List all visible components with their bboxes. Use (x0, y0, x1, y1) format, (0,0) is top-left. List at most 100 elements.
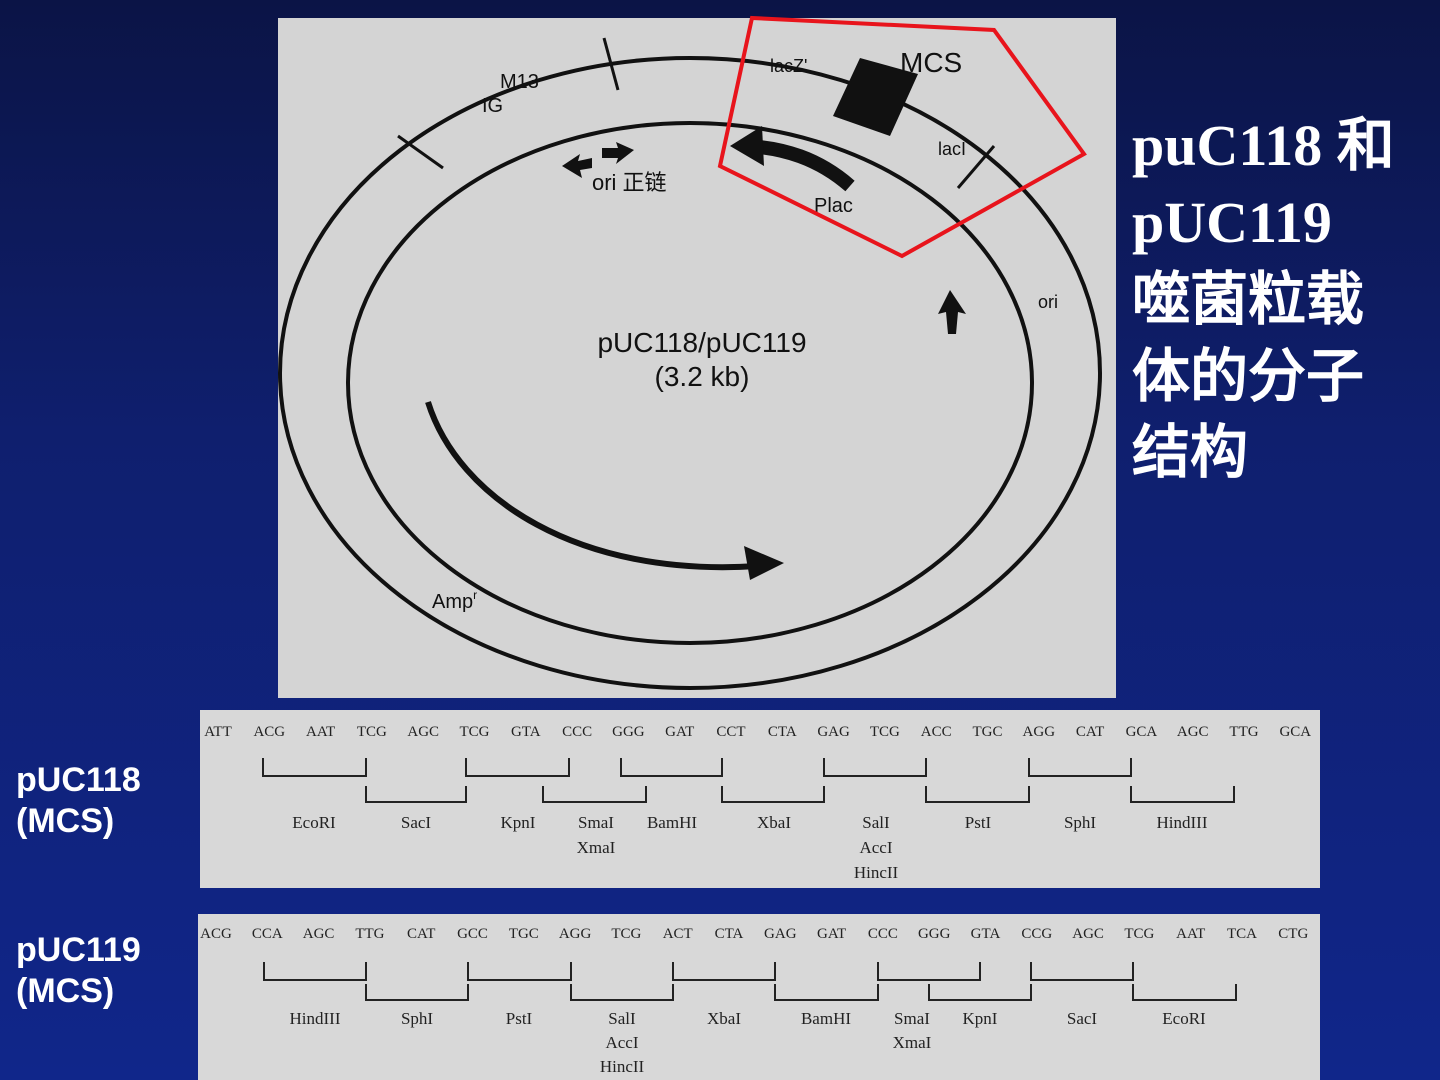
site-smai: SmaI (894, 1009, 930, 1028)
codon: CTG (1278, 926, 1308, 942)
site-ecori: EcoRI (292, 813, 336, 832)
codon: GCC (457, 926, 488, 942)
title-line-3: 噬菌粒载 (1132, 265, 1365, 334)
ori-right-label: ori (1038, 292, 1058, 312)
plasmid-map-panel: M13 IG lacZ' MCS lacI Plac ori 正链 ori pU… (278, 18, 1116, 698)
laci-label: lacI (938, 139, 966, 159)
puc119-mcs-label: pUC119 (MCS) (16, 930, 141, 1012)
site-sphi: SphI (401, 1009, 433, 1028)
codon: AGC (407, 724, 439, 740)
site-acci: AccI (859, 838, 892, 857)
bracket-smai (542, 786, 647, 803)
codon: CCA (252, 926, 283, 942)
codon: AAT (1176, 926, 1205, 942)
codon: TCG (460, 724, 490, 740)
codon: AGC (1072, 926, 1104, 942)
codon: CCT (716, 724, 745, 740)
codon: AGC (303, 926, 335, 942)
ig-divider (397, 134, 444, 170)
codon: CAT (407, 926, 435, 942)
codon: CCC (562, 724, 592, 740)
site-psti: PstI (506, 1009, 533, 1028)
codon: TCA (1227, 926, 1257, 942)
m13-divider (602, 37, 620, 91)
codon: AGC (1177, 724, 1209, 740)
site-psti: PstI (965, 813, 992, 832)
slide-title: puC118 和 pUC119 噬菌粒载 体的分子 结构 (1132, 108, 1432, 491)
codon: CAT (1076, 724, 1104, 740)
site-acci: AccI (605, 1033, 638, 1052)
site-xbai: XbaI (707, 1009, 741, 1028)
codon: AAT (306, 724, 335, 740)
ori-arrow-left-icon (562, 154, 592, 178)
bracket-xbai (721, 786, 825, 803)
codon: GAT (665, 724, 694, 740)
amp-arrowhead-icon (744, 546, 784, 580)
site-bamhi: BamHI (801, 1009, 851, 1028)
codon: TGC (509, 926, 539, 942)
site-saci: SacI (401, 813, 432, 832)
codon: ACT (663, 926, 693, 942)
codon: TTG (355, 926, 384, 942)
bracket-hindiii (263, 962, 367, 981)
puc118-mcs-tag: (MCS) (16, 801, 115, 840)
bracket-sali (570, 984, 674, 1001)
codon: GAT (817, 926, 846, 942)
codon: ATT (204, 724, 232, 740)
codon: GGG (918, 926, 951, 942)
codon: TCG (357, 724, 387, 740)
bracket-psti (467, 962, 572, 981)
amp-arrow (425, 401, 759, 571)
site-hindiii: HindIII (1157, 813, 1208, 832)
amp-label: Ampr (432, 588, 477, 613)
codon: GAG (817, 724, 850, 740)
site-ecori: EcoRI (1162, 1009, 1206, 1028)
bracket-saci (365, 786, 467, 803)
site-bamhi: BamHI (647, 813, 697, 832)
plasmid-size: (3.2 kb) (655, 361, 750, 392)
plasmid-outer-ring (278, 56, 1102, 690)
codon: ACG (253, 724, 285, 740)
plasmid-inner-ring (346, 121, 1034, 645)
plasmid-name: pUC118/pUC119 (597, 327, 806, 358)
codon: CTA (715, 926, 744, 942)
bracket-bamhi (774, 984, 879, 1001)
ig-label: IG (482, 95, 503, 117)
title-line-2: pUC119 (1132, 189, 1332, 255)
plac-arrowhead-icon (730, 126, 764, 166)
site-xmai: XmaI (577, 838, 616, 857)
ori-up-arrow-icon (938, 290, 966, 334)
mcs-label: MCS (900, 47, 962, 78)
plac-label: Plac (814, 195, 853, 217)
bracket-bamhi (620, 758, 723, 777)
bracket-sali (823, 758, 927, 777)
codon: GCA (1279, 724, 1311, 740)
codon: TTG (1229, 724, 1258, 740)
codon: ACC (921, 724, 952, 740)
title-line-5: 结构 (1132, 418, 1249, 487)
puc119-mcs-tag: (MCS) (16, 971, 115, 1010)
site-kpni: KpnI (501, 813, 536, 832)
m13-label: M13 (500, 71, 539, 93)
site-saci: SacI (1067, 1009, 1098, 1028)
codon: TCG (611, 926, 641, 942)
ori-arrow-right-icon (602, 142, 634, 164)
plasmid-map: M13 IG lacZ' MCS lacI Plac ori 正链 ori pU… (278, 37, 1102, 690)
site-kpni: KpnI (963, 1009, 998, 1028)
bracket-sphi (365, 984, 469, 1001)
site-sali: SalI (862, 813, 890, 832)
codon: GCA (1126, 724, 1158, 740)
codon: CTA (768, 724, 797, 740)
bracket-hindiii (1130, 786, 1235, 803)
bracket-sphi (1028, 758, 1132, 777)
bracket-smai (877, 962, 981, 981)
codon: AGG (1023, 724, 1056, 740)
ori-strand-label: ori 正链 (592, 170, 667, 195)
codon: AGG (559, 926, 592, 942)
puc118-name: pUC118 (16, 761, 141, 799)
puc119-name: pUC119 (16, 931, 141, 969)
site-smai: SmaI (578, 813, 614, 832)
